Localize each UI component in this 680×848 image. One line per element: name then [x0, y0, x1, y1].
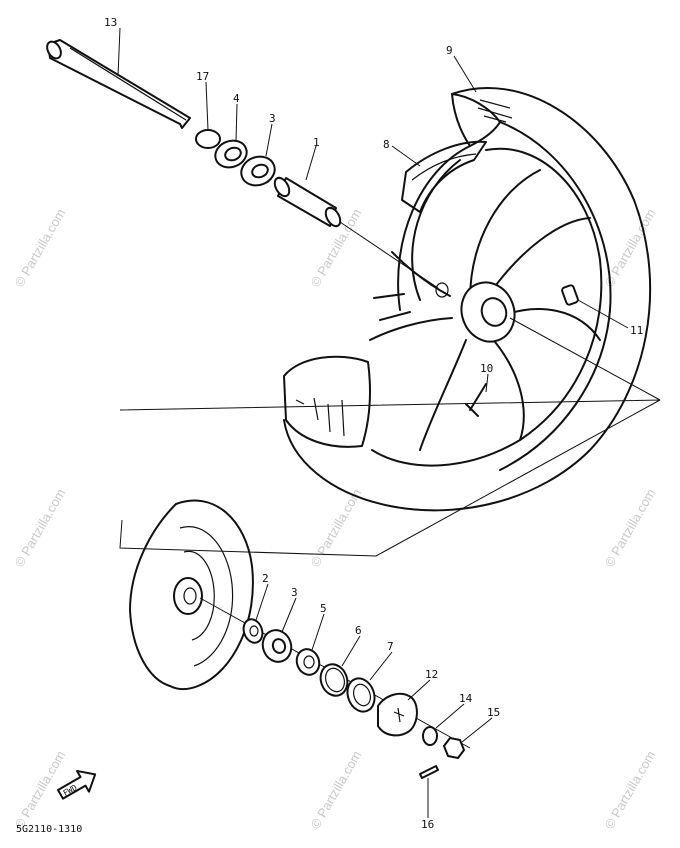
part-tube[interactable]	[401, 140, 487, 213]
label-14: 14	[459, 692, 473, 705]
part-labels: 13 17 4 3 1 8 9 11 10 2 3 5 6 7 12 14 15…	[104, 16, 643, 831]
label-3-upper: 3	[269, 112, 276, 125]
part-hub	[435, 281, 516, 343]
watermark-text: © Partzilla.com	[12, 486, 69, 569]
leader-lines	[117, 27, 629, 818]
label-16: 16	[421, 818, 434, 831]
label-8: 8	[383, 138, 390, 151]
part-spacer-5[interactable]	[293, 646, 323, 678]
part-spacer[interactable]	[272, 175, 343, 228]
label-10: 10	[480, 362, 493, 375]
diagram-code: 5G2110-1310	[16, 824, 82, 835]
part-cotter-pin[interactable]	[419, 765, 439, 779]
label-13: 13	[104, 16, 117, 29]
part-ring-6[interactable]	[316, 661, 351, 700]
part-bearing-lower-3[interactable]	[258, 626, 295, 666]
label-11: 11	[630, 324, 643, 337]
label-3-lower: 3	[291, 586, 298, 599]
label-2: 2	[262, 572, 269, 585]
part-gear-unit[interactable]	[377, 692, 418, 737]
label-12: 12	[425, 668, 438, 681]
label-15: 15	[487, 706, 500, 719]
part-axle-nut[interactable]	[443, 737, 465, 759]
part-axle[interactable]	[44, 39, 191, 129]
watermark-layer: © Partzilla.com © Partzilla.com © Partzi…	[12, 206, 659, 831]
part-rim	[369, 145, 603, 467]
watermark-text: © Partzilla.com	[12, 206, 69, 289]
label-9: 9	[446, 44, 453, 57]
label-6: 6	[355, 624, 362, 637]
part-oil-seal-7[interactable]	[343, 675, 379, 716]
part-oil-seal-upper[interactable]	[212, 136, 251, 171]
part-valve[interactable]	[465, 383, 487, 417]
part-washer-14[interactable]	[422, 726, 438, 746]
part-bearing-lower-2[interactable]	[240, 617, 265, 646]
label-4: 4	[233, 92, 240, 105]
part-bearing-upper[interactable]	[237, 152, 279, 190]
label-1: 1	[313, 136, 320, 149]
watermark-text: © Partzilla.com	[308, 486, 365, 569]
part-tire[interactable]	[283, 87, 652, 512]
watermark-text: © Partzilla.com	[308, 748, 365, 831]
label-5: 5	[320, 602, 327, 615]
front-direction-arrow: FWD	[57, 769, 97, 800]
watermark-text: © Partzilla.com	[602, 486, 659, 569]
watermark-text: © Partzilla.com	[602, 748, 659, 831]
part-brake-disc[interactable]	[129, 499, 254, 690]
label-17: 17	[196, 70, 209, 83]
part-balance-weight[interactable]	[561, 284, 579, 306]
part-collar[interactable]	[195, 129, 221, 149]
label-7: 7	[387, 640, 394, 653]
